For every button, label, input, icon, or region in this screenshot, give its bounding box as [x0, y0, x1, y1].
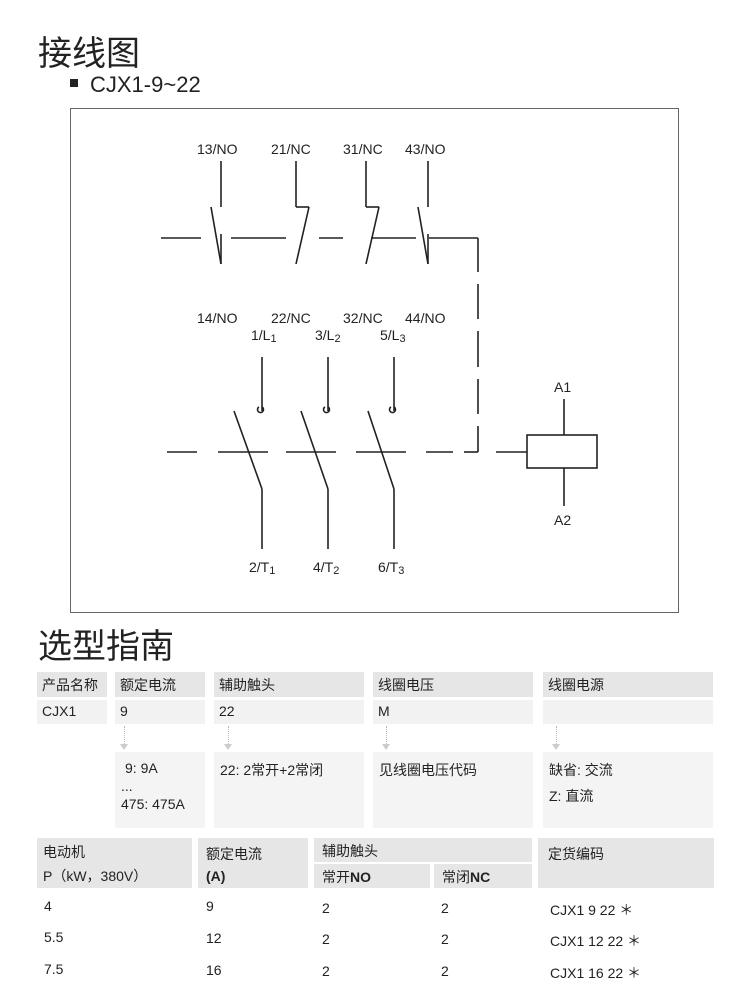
aux-contact-13-blade: [210, 206, 222, 265]
aux-contact-43-blade: [417, 206, 429, 265]
coil-label-A2: A2: [554, 512, 571, 528]
main-label-L2: 3/L2: [315, 327, 341, 345]
row1-code: CJX1 9 22 ＊: [550, 902, 634, 918]
row3-i: 16: [206, 962, 222, 978]
order-hdr-motor: 电动机 P（kW，380V）: [37, 838, 192, 888]
coil-label-A1: A1: [554, 379, 571, 395]
desc-current-last: 475: 475A: [121, 796, 185, 812]
arrow-supply-head: [552, 744, 560, 750]
row2-no: 2: [322, 931, 330, 947]
wiring-title: 接线图: [38, 34, 140, 74]
desc-coil-supply: 缺省: 交流 Z: 直流: [543, 752, 713, 828]
desc-rated-current: 9: 9A ... 475: 475A: [115, 752, 205, 828]
wiring-diagram-svg: 13/NO 21/NC 31/NC 43/NO 14/NO 22/NC 32/N…: [161, 141, 598, 577]
aux-label-13: 13/NO: [197, 141, 238, 157]
row1-p: 4: [44, 898, 52, 914]
arrow-voltage: [386, 726, 387, 746]
row3-nc: 2: [441, 963, 449, 979]
order-hdr-current-line2: (A): [206, 868, 226, 884]
aux-label-31: 31/NC: [343, 141, 383, 157]
row2-code: CJX1 12 22 ＊: [550, 933, 642, 949]
aux-label-43: 43/NO: [405, 141, 446, 157]
main-contact-L3: [367, 357, 397, 549]
order-hdr-code: 定货编码: [538, 838, 714, 888]
arrow-current: [124, 726, 125, 746]
val-aux-contacts: 22: [214, 700, 364, 724]
val-coil-voltage: M: [373, 700, 533, 724]
row1-nc: 2: [441, 900, 449, 916]
row3-code: CJX1 16 22 ＊: [550, 965, 642, 981]
row2-p: 5.5: [44, 929, 64, 945]
aux-label-22: 22/NC: [271, 310, 311, 326]
model-label: CJX1-9~22: [90, 72, 201, 97]
aux-label-44: 44/NO: [405, 310, 446, 326]
desc-current-first: 9: 9A: [125, 760, 158, 776]
desc-supply-ac: 缺省: 交流: [549, 762, 613, 778]
aux-contact-31-blade: [365, 206, 380, 265]
aux-label-32: 32/NC: [343, 310, 383, 326]
main-label-L1: 1/L1: [251, 327, 277, 345]
order-hdr-aux: 辅助触头: [314, 838, 532, 862]
arrow-current-head: [120, 744, 128, 750]
hdr-coil-voltage: 线圈电压: [373, 672, 533, 697]
main-label-T1: 2/T1: [249, 559, 275, 577]
main-label-L3: 5/L3: [380, 327, 406, 345]
main-contact-L1: [233, 357, 265, 549]
hdr-product-name: 产品名称: [37, 672, 107, 697]
aux-label-14: 14/NO: [197, 310, 238, 326]
row3-no: 2: [322, 963, 330, 979]
desc-aux-contacts: 22: 2常开+2常闭: [214, 752, 364, 828]
val-coil-supply: [543, 700, 713, 724]
arrow-aux-head: [224, 744, 232, 750]
order-hdr-motor-line1: 电动机: [43, 844, 85, 860]
hdr-aux-contacts: 辅助触头: [214, 672, 364, 697]
main-label-T2: 4/T2: [313, 559, 339, 577]
arrow-voltage-head: [382, 744, 390, 750]
arrow-supply: [556, 726, 557, 746]
row3-p: 7.5: [44, 961, 64, 977]
main-label-T3: 6/T3: [378, 559, 404, 577]
hdr-coil-supply: 线圈电源: [543, 672, 713, 697]
coil: [496, 399, 598, 506]
desc-coil-voltage: 见线圈电压代码: [373, 752, 533, 828]
row1-no: 2: [322, 900, 330, 916]
aux-label-21: 21/NC: [271, 141, 311, 157]
desc-current-ellipsis: ...: [121, 778, 133, 794]
wiring-diagram: 13/NO 21/NC 31/NC 43/NO 14/NO 22/NC 32/N…: [70, 108, 679, 613]
aux-contact-21-blade: [295, 206, 310, 265]
selection-title: 选型指南: [38, 627, 174, 667]
bullet-icon: [70, 79, 78, 88]
main-contact-L2: [300, 357, 331, 549]
hdr-rated-current: 额定电流: [115, 672, 205, 697]
order-hdr-nc: 常闭NC: [434, 864, 532, 888]
order-hdr-current-line1: 额定电流: [206, 846, 262, 862]
val-product-name: CJX1: [37, 700, 107, 724]
order-hdr-motor-line2: P（kW，380V）: [43, 868, 148, 884]
order-hdr-current: 额定电流 (A): [198, 838, 308, 888]
val-rated-current: 9: [115, 700, 205, 724]
row2-nc: 2: [441, 931, 449, 947]
order-hdr-no: 常开NO: [314, 864, 430, 888]
desc-supply-dc: Z: 直流: [549, 788, 594, 804]
link-vertical-dashed: [464, 238, 479, 453]
arrow-aux: [228, 726, 229, 746]
row1-i: 9: [206, 898, 214, 914]
row2-i: 12: [206, 930, 222, 946]
model-subtitle: CJX1-9~22: [70, 72, 201, 98]
